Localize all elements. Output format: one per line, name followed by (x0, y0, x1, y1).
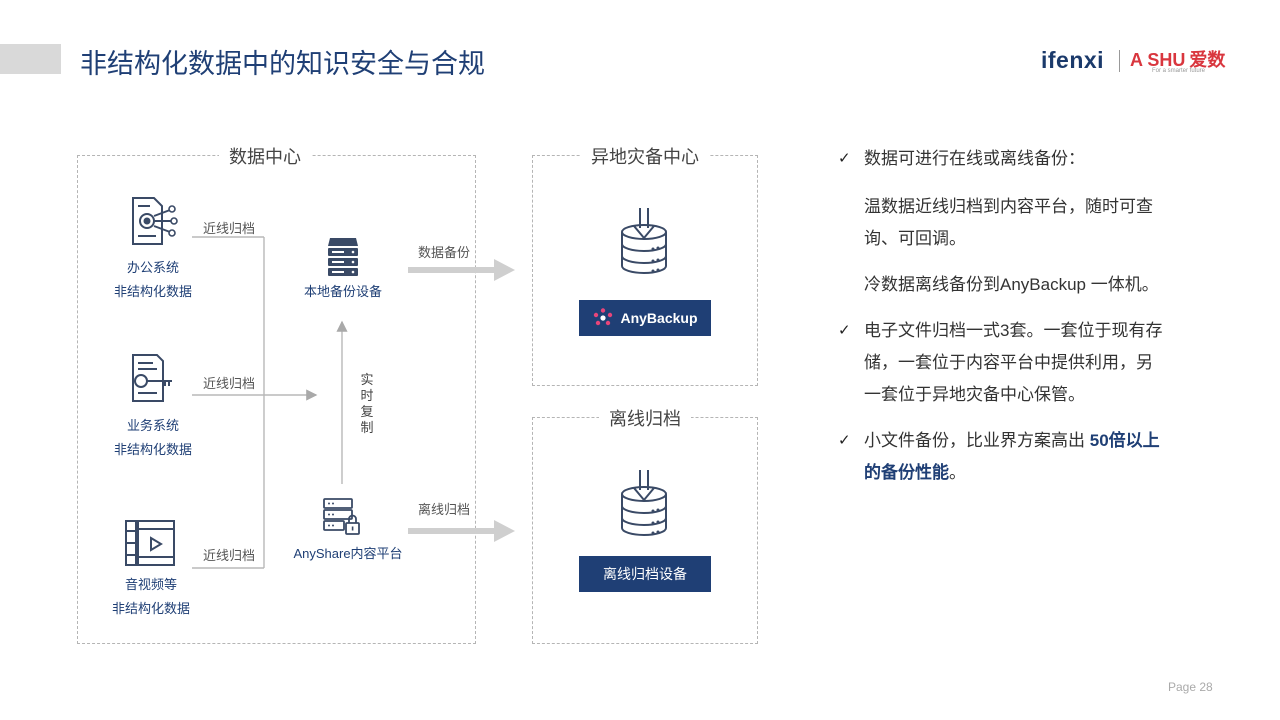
offline-archive-title: 离线归档 (599, 405, 691, 431)
check-icon: ✓ (838, 322, 851, 339)
database-download-icon (621, 470, 667, 536)
realtime-copy-label: 实时复制 (360, 372, 374, 435)
offline-flow-label: 离线归档 (418, 502, 471, 517)
page-number: Page 28 (1168, 680, 1213, 694)
server-icon (328, 238, 358, 276)
bullet-1-sub-2: 冷数据离线备份到AnyBackup 一体机。 (864, 275, 1159, 294)
aishu-logo-cn: 爱数 (1189, 50, 1226, 70)
backup-flow-label: 数据备份 (418, 245, 471, 260)
offline-archive-device-label: 离线归档设备 (603, 566, 687, 582)
anyshare-server-lock-icon (323, 498, 360, 535)
link-label-video: 近线归档 (203, 548, 256, 563)
video-file-icon (125, 520, 175, 566)
title-accent-bar (0, 44, 61, 74)
document-target-icon (132, 197, 178, 245)
business-system-name: 业务系统 (126, 418, 180, 433)
bullet-item-performance: ✓ 小文件备份，比业界方案高出 50倍以上的备份性能。 (838, 425, 1168, 489)
local-backup-label: 本地备份设备 (303, 284, 383, 299)
business-system-label: 业务系统 非结构化数据 (114, 414, 192, 462)
office-system-sub: 非结构化数据 (113, 284, 193, 299)
bullet-3-plain: 小文件备份，比业界方案高出 (864, 431, 1090, 450)
remote-center-title: 异地灾备中心 (581, 143, 709, 169)
bullet-item-archive: ✓ 电子文件归档一式3套。一套位于现有存储，一套位于内容平台中提供利用，另一套位… (838, 315, 1168, 411)
aishu-tagline: For a smarter future (1152, 68, 1206, 74)
business-system-sub: 非结构化数据 (113, 442, 193, 457)
bullet-1-sub-1: 温数据近线归档到内容平台，随时可查询、可回调。 (864, 197, 1153, 248)
office-system-label: 办公系统 非结构化数据 (114, 256, 192, 304)
bullet-3-text: 小文件备份，比业界方案高出 50倍以上的备份性能。 (864, 425, 1168, 489)
link-label-business: 近线归档 (203, 376, 256, 391)
bullet-3-highlight: 50倍以上的备份性能 (864, 431, 1160, 482)
document-key-icon (132, 354, 172, 402)
data-center-title: 数据中心 (219, 143, 311, 169)
anybackup-label: AnyBackup (620, 310, 698, 326)
link-label-office: 近线归档 (203, 221, 256, 236)
anybackup-badge: AnyBackup (579, 300, 711, 336)
bullet-1-heading: 数据可进行在线或离线备份： (864, 149, 1085, 168)
offline-arrow (408, 520, 515, 542)
video-system-name: 音视频等 (124, 577, 178, 592)
bullet-3-end: 。 (949, 463, 966, 482)
bullet-list: ✓ 数据可进行在线或离线备份： 温数据近线归档到内容平台，随时可查询、可回调。 … (838, 143, 1168, 503)
page-title: 非结构化数据中的知识安全与合规 (80, 49, 485, 79)
offline-archive-device-badge: 离线归档设备 (579, 556, 711, 592)
video-system-label: 音视频等 非结构化数据 (112, 573, 190, 621)
video-system-sub: 非结构化数据 (111, 601, 191, 616)
office-system-name: 办公系统 (126, 260, 180, 275)
backup-arrow (408, 259, 515, 281)
bullet-2-text: 电子文件归档一式3套。一套位于现有存储，一套位于内容平台中提供利用，另一套位于异… (864, 321, 1163, 404)
anybackup-logo-icon (594, 308, 613, 326)
ifenxi-logo: ifenxi (1041, 47, 1105, 73)
aishu-logo-latin: A SHU (1130, 50, 1186, 70)
bullet-item-backup: ✓ 数据可进行在线或离线备份： 温数据近线归档到内容平台，随时可查询、可回调。 … (838, 143, 1168, 301)
check-icon: ✓ (838, 432, 851, 449)
check-icon: ✓ (838, 150, 851, 167)
logo-separator (1119, 50, 1120, 72)
anyshare-label: AnyShare内容平台 (293, 546, 403, 561)
database-download-icon (621, 208, 667, 274)
